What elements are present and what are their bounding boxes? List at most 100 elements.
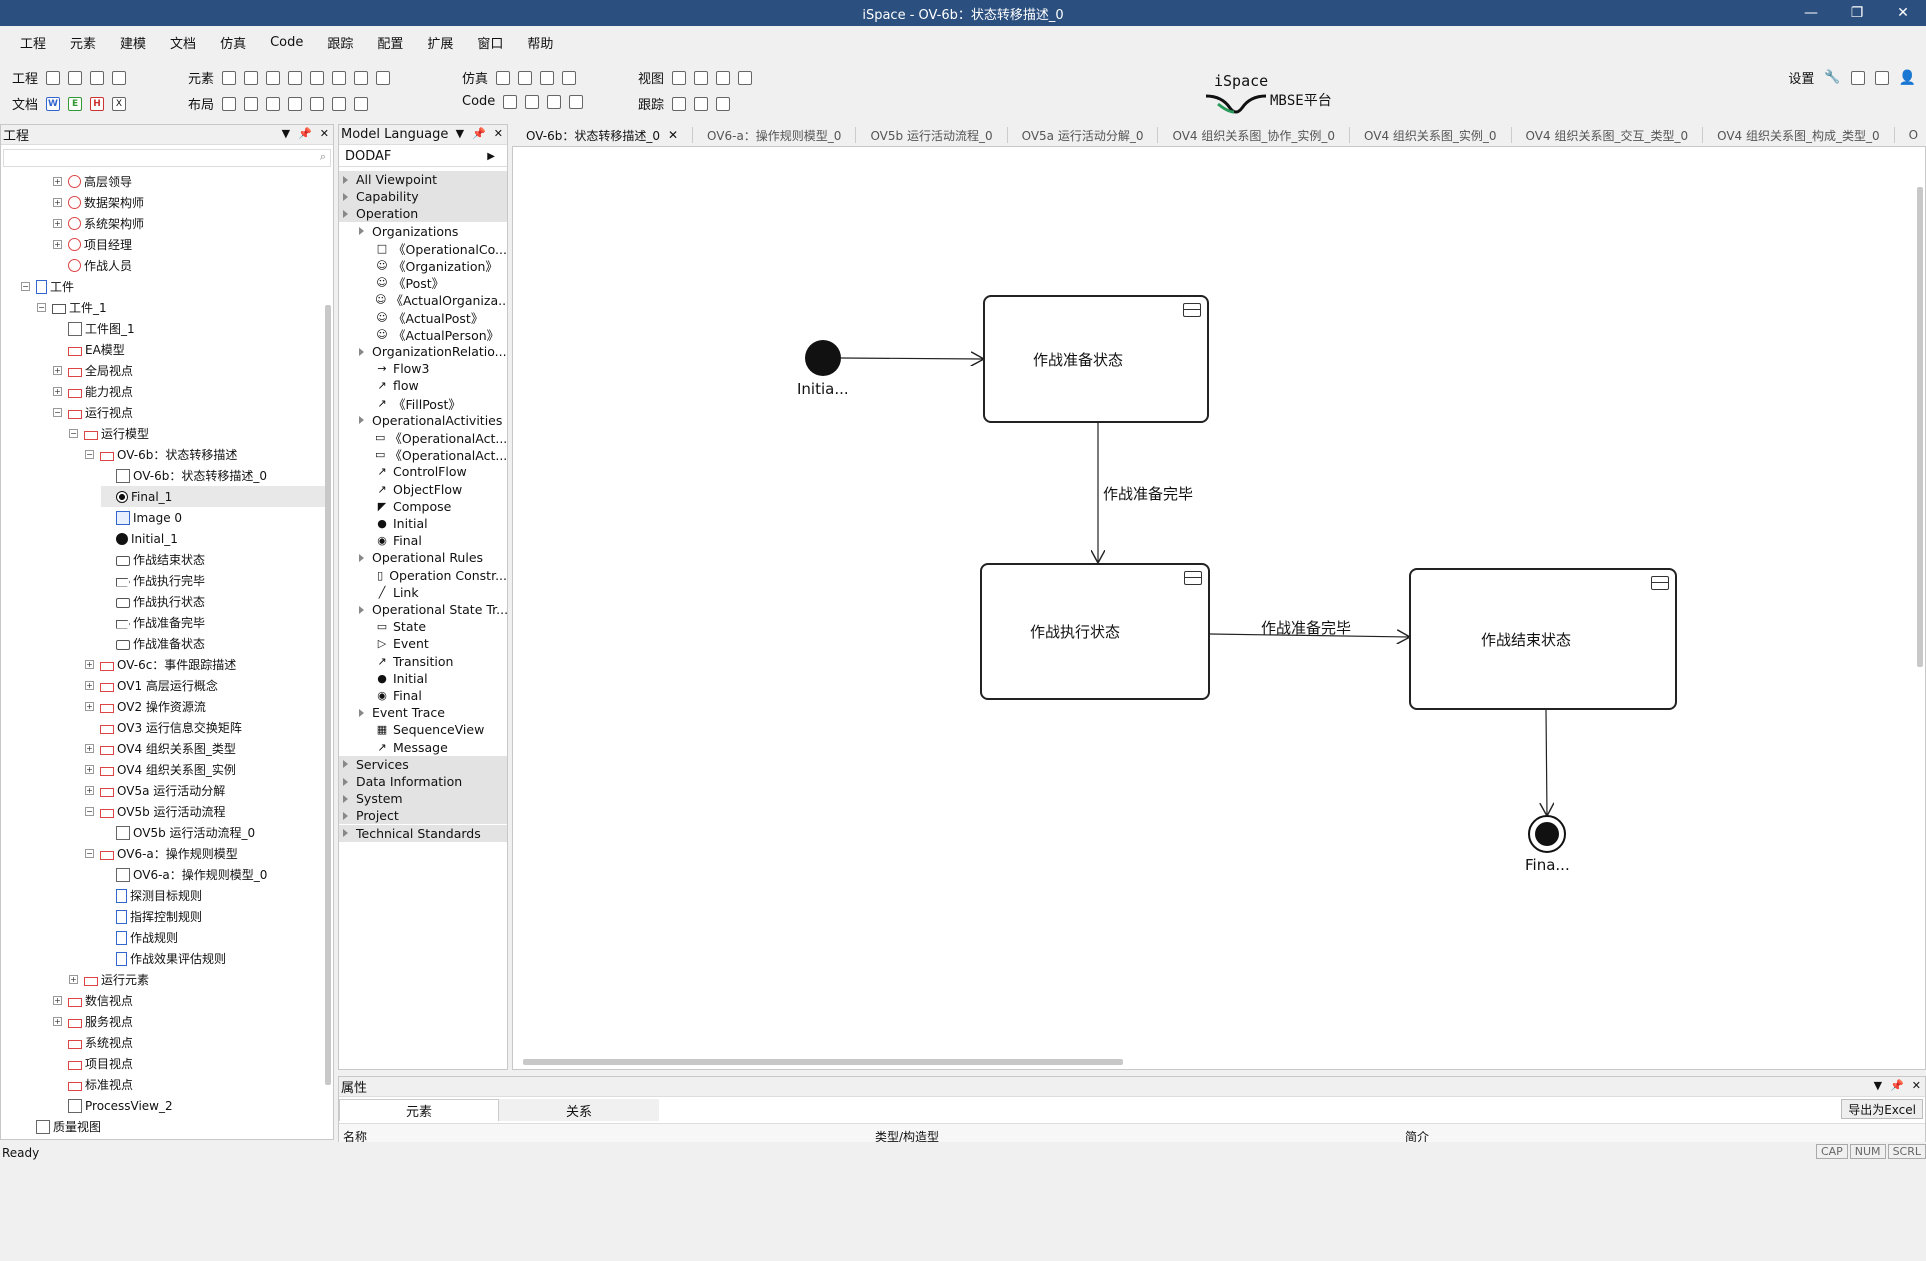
xml-icon[interactable]: X (112, 96, 127, 111)
palette-sub[interactable]: Organizations (339, 223, 507, 240)
state-end[interactable]: 作战结束状态 (1409, 568, 1677, 710)
tree-item[interactable]: +全局视点 (53, 360, 325, 381)
menu-modeling[interactable]: 建模 (120, 36, 147, 52)
menu-extend[interactable]: 扩展 (427, 36, 454, 52)
transition-2-label[interactable]: 作战准备完毕 (1261, 619, 1352, 637)
tree-item[interactable]: 标准视点 (53, 1074, 325, 1095)
diagram-tab[interactable]: OV5a 运行活动分解_0 (1008, 127, 1159, 143)
save-all-icon[interactable] (112, 70, 127, 85)
layout-lock-icon[interactable] (354, 96, 369, 111)
palette-sub[interactable]: Operational Rules (339, 549, 507, 566)
tree-item[interactable]: +OV1 高层运行概念 (85, 675, 325, 696)
palette-item[interactable]: ☺《ActualPost》 (339, 309, 507, 326)
palette-item[interactable]: ●Initial (339, 515, 507, 532)
palette-item[interactable]: ☺《Organization》 (339, 257, 507, 274)
palette-cat[interactable]: Services (339, 755, 507, 773)
initial-node[interactable] (805, 340, 841, 376)
new-project-icon[interactable] (46, 70, 61, 85)
tree-item[interactable]: 作战结束状态 (101, 549, 325, 570)
connector-icon[interactable] (354, 70, 369, 85)
palette-cat[interactable]: Project (339, 807, 507, 825)
tree-item[interactable]: −运行视点 (53, 402, 325, 423)
view-doc-icon[interactable] (716, 70, 731, 85)
tree-item[interactable]: −工件 (21, 276, 325, 297)
diagram-tab[interactable]: OV4 组织关系图_协作_实例_0 (1158, 127, 1351, 143)
expand-icon[interactable]: + (53, 1017, 62, 1026)
menu-code[interactable]: Code (270, 34, 304, 50)
menu-window[interactable]: 窗口 (477, 36, 504, 52)
tree-item[interactable]: 作战规则 (101, 927, 325, 948)
wrench-icon[interactable]: 🔧 (1824, 70, 1841, 85)
collapse-icon[interactable]: − (53, 408, 62, 417)
panel-menu-icon[interactable]: ▼ (281, 127, 291, 140)
export-excel-button[interactable]: 导出为Excel (1841, 1099, 1923, 1119)
collapse-icon[interactable]: − (37, 303, 46, 312)
palette-cat[interactable]: All Viewpoint (339, 171, 507, 188)
tree-item[interactable]: +项目经理 (53, 234, 325, 255)
tree-item[interactable]: −工件_1 (37, 297, 325, 318)
menu-config[interactable]: 配置 (377, 36, 404, 52)
tree-item[interactable]: 作战准备状态 (101, 633, 325, 654)
layout-vertical-icon[interactable] (288, 96, 303, 111)
tree-item[interactable]: +能力视点 (53, 381, 325, 402)
code-generate-icon[interactable] (503, 94, 518, 109)
palette-cat[interactable]: Capability (339, 188, 507, 206)
props-close-icon[interactable]: ✕ (1911, 1079, 1921, 1092)
props-menu-icon[interactable]: ▼ (1873, 1079, 1883, 1092)
palette-item[interactable]: □《OperationalCo... (339, 240, 507, 257)
palette-item[interactable]: ╱Link (339, 584, 507, 601)
open-project-icon[interactable] (68, 70, 83, 85)
layout-distribute-icon[interactable] (332, 96, 347, 111)
excel-icon[interactable]: E (68, 96, 83, 111)
transition-execute-end[interactable] (1209, 634, 1410, 637)
tree-item[interactable]: Final_1 (101, 486, 325, 507)
expand-icon[interactable]: + (69, 975, 78, 984)
tab-close-icon[interactable]: ✕ (667, 128, 679, 142)
tree-item[interactable]: +OV-6c：事件跟踪描述 (85, 654, 325, 675)
expand-icon[interactable]: + (53, 387, 62, 396)
tree-item[interactable]: −运行模型 (69, 423, 325, 444)
tree-item[interactable]: 作战执行完毕 (101, 570, 325, 591)
expand-icon[interactable]: + (85, 786, 94, 795)
user-icon[interactable]: 👤 (1898, 69, 1916, 86)
close-window-button[interactable]: ✕ (1897, 5, 1909, 21)
palette-item[interactable]: ☺《Post》 (339, 274, 507, 291)
tree-item[interactable]: EA模型 (53, 339, 325, 360)
expand-icon[interactable]: + (53, 177, 62, 186)
trace-list-icon[interactable] (716, 96, 731, 111)
tree-item[interactable]: +OV5a 运行活动分解 (85, 780, 325, 801)
trace-matrix-icon[interactable] (672, 96, 687, 111)
palette-sub[interactable]: OrganizationRelatio... (339, 343, 507, 360)
project-search-input[interactable]: ⌕ (3, 149, 331, 167)
palette-item[interactable]: ▭State (339, 618, 507, 635)
trace-link-icon[interactable] (694, 96, 709, 111)
palette-cat[interactable]: Data Information (339, 773, 507, 790)
palette-item[interactable]: ↗Message (339, 739, 507, 756)
palette-cat[interactable]: Technical Standards (339, 824, 507, 842)
tree-item[interactable]: +运行元素 (69, 969, 325, 990)
tree-item[interactable]: +OV4 组织关系图_实例 (85, 759, 325, 780)
palette-sub[interactable]: OperationalActivities (339, 412, 507, 429)
palette-item[interactable]: ↗ControlFlow (339, 463, 507, 480)
tree-item[interactable]: OV6-a：操作规则模型_0 (101, 864, 325, 885)
shape-icon[interactable] (332, 70, 347, 85)
tree-item[interactable]: −OV6-a：操作规则模型 (85, 843, 325, 864)
state-prepare[interactable]: 作战准备状态 (983, 295, 1209, 423)
code-build-icon[interactable] (547, 94, 562, 109)
expand-icon[interactable]: + (85, 702, 94, 711)
palette-item[interactable]: ◤Compose (339, 498, 507, 515)
tree-item[interactable]: +数据架构师 (53, 192, 325, 213)
view-chart-icon[interactable] (738, 70, 753, 85)
menu-element[interactable]: 元素 (70, 36, 97, 52)
layout-tree-icon[interactable] (266, 96, 281, 111)
html-icon[interactable]: H (90, 96, 105, 111)
code-config-icon[interactable] (569, 94, 584, 109)
layout-left-icon[interactable] (222, 96, 237, 111)
transition-1-label[interactable]: 作战准备完毕 (1103, 485, 1194, 503)
palette-item[interactable]: ☺《ActualPerson》 (339, 326, 507, 343)
tab-element[interactable]: 元素 (339, 1099, 499, 1121)
restore-button[interactable]: ❐ (1850, 5, 1864, 21)
tab-relation[interactable]: 关系 (499, 1099, 659, 1121)
palette-sub[interactable]: Event Trace (339, 704, 507, 721)
menu-simulate[interactable]: 仿真 (220, 36, 247, 52)
